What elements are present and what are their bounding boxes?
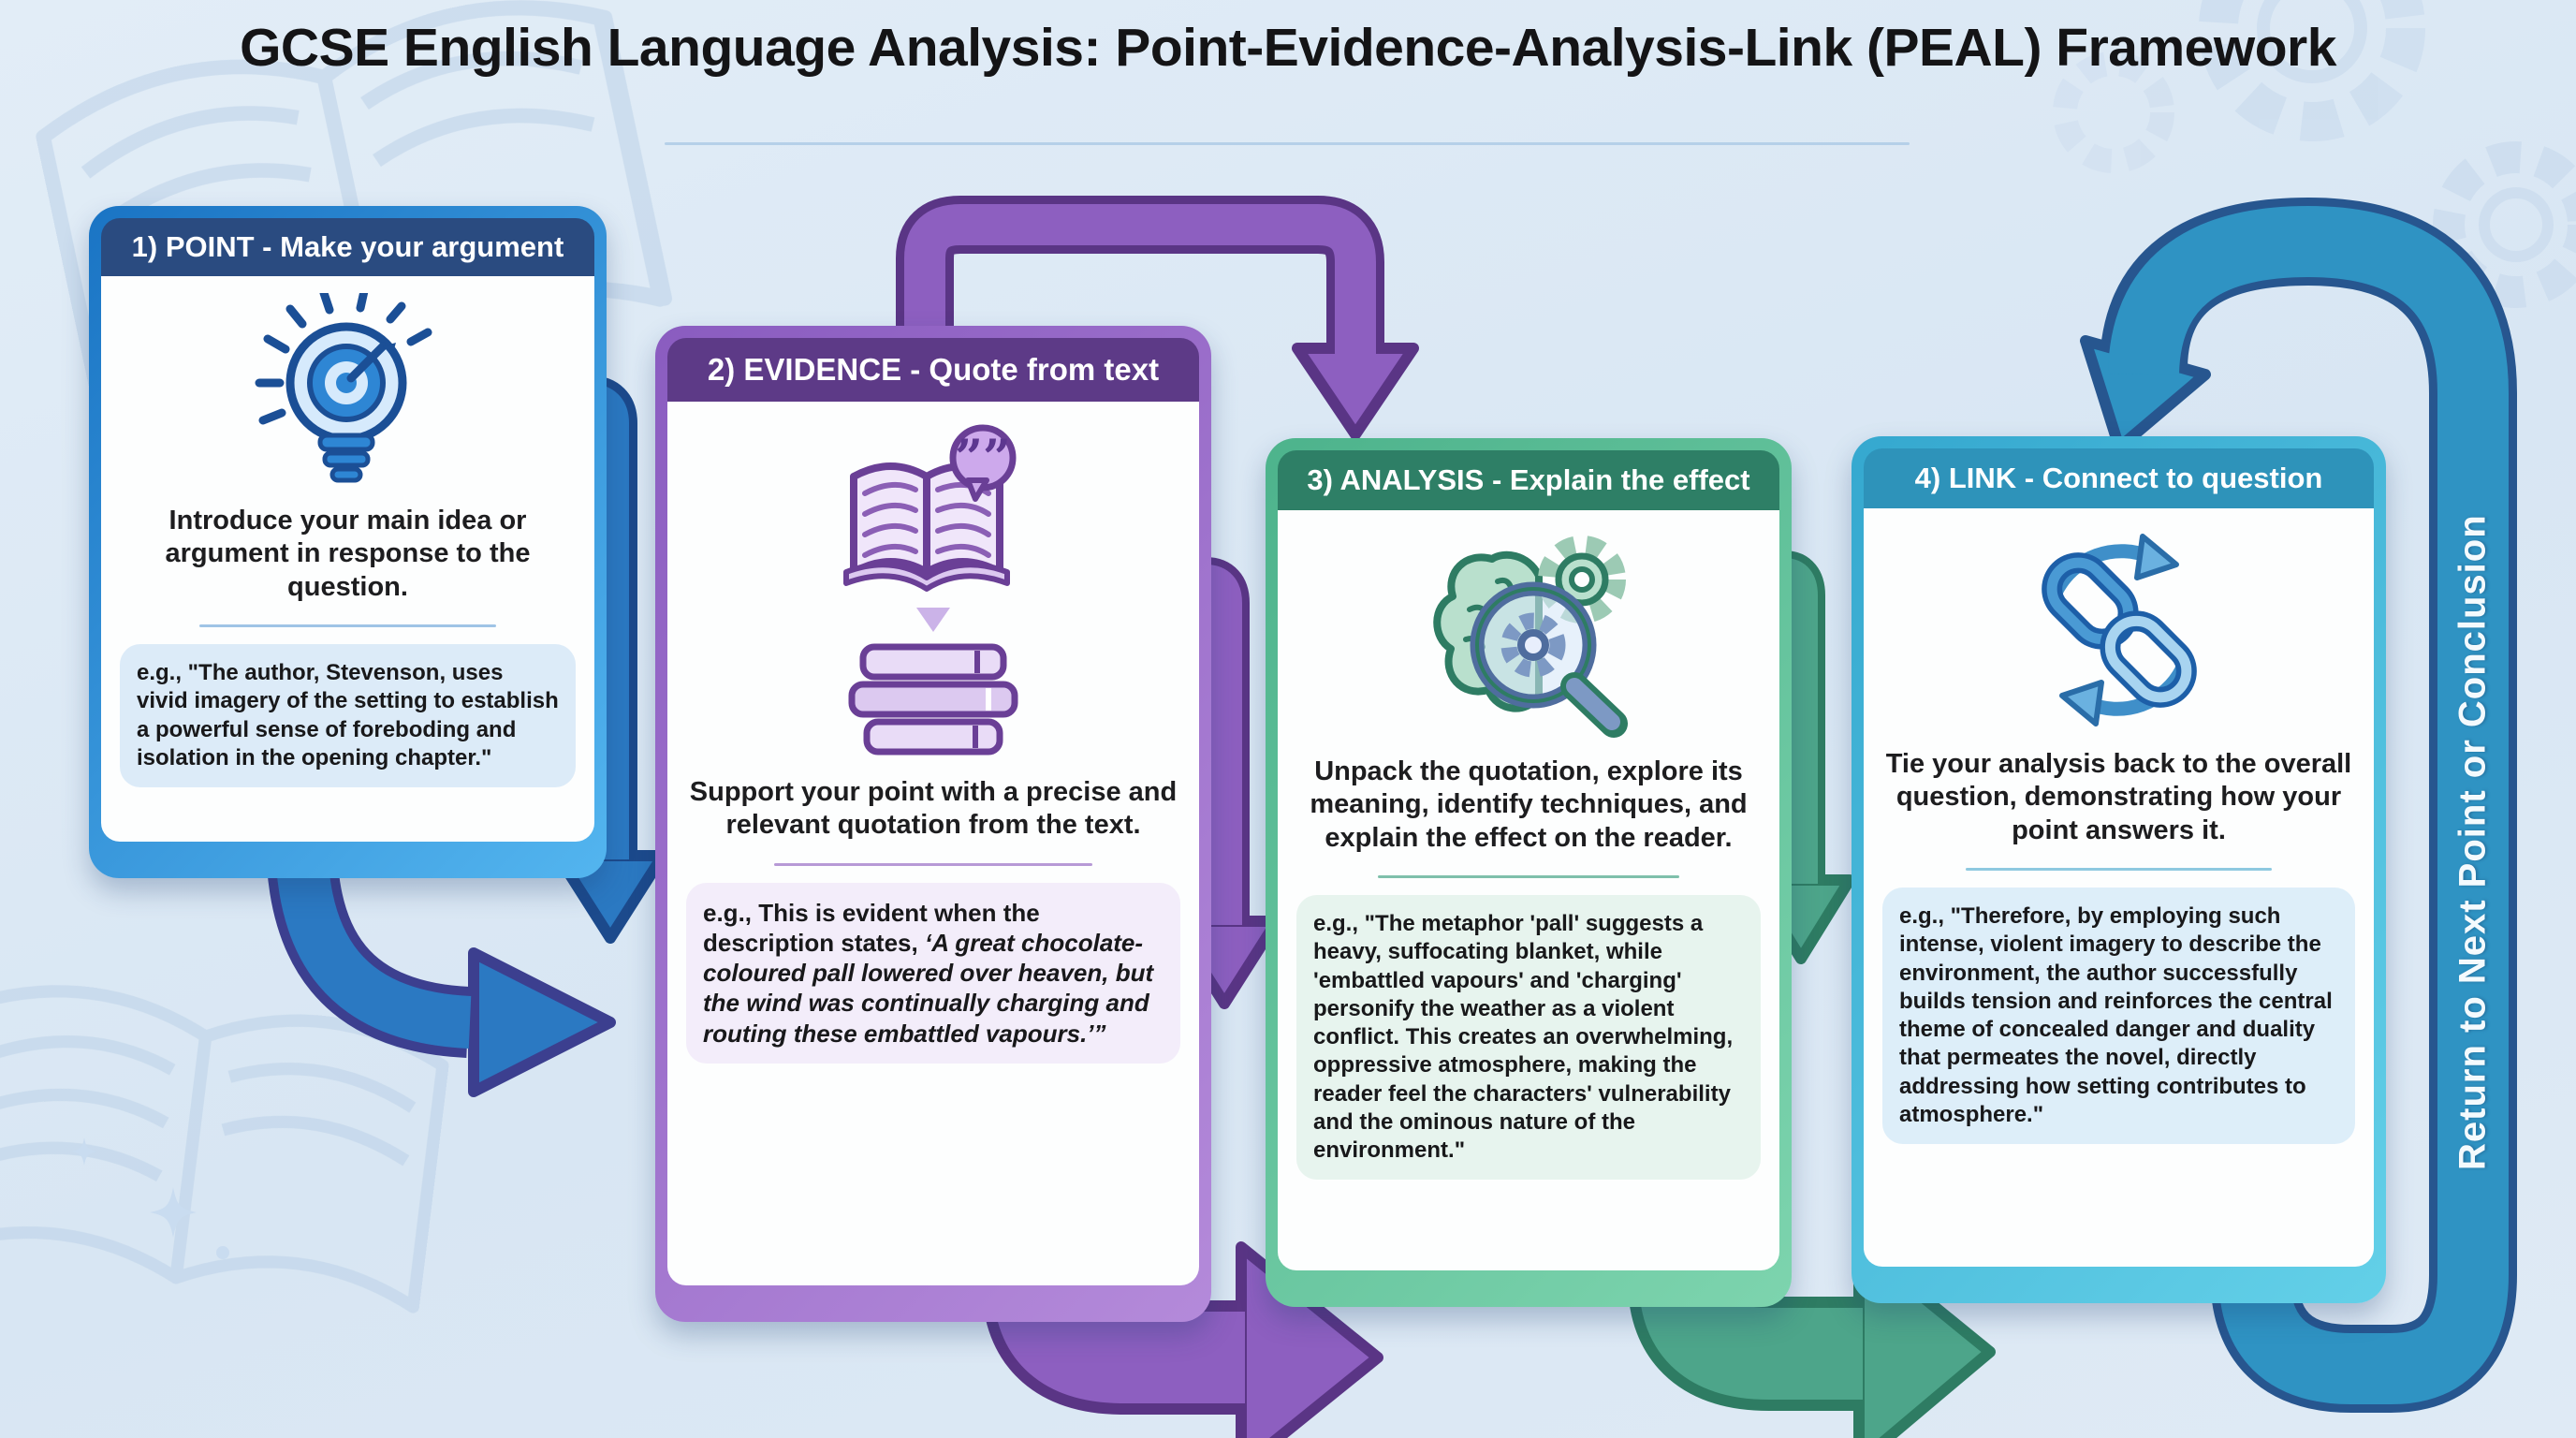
card-evidence-example-prefix: e.g., This is evident when the descripti…	[703, 898, 1040, 957]
card-analysis-divider	[1378, 875, 1679, 879]
card-point-header: 1) POINT - Make your argument	[101, 218, 594, 276]
brain-gears-magnifier-icon	[1433, 536, 1628, 738]
card-link-title: 4) LINK - Connect to question	[1914, 462, 2323, 494]
return-loop-arrow	[2080, 198, 2517, 1413]
card-analysis-example-box: e.g., "The metaphor 'pall' suggests a he…	[1296, 895, 1761, 1181]
sparkle-decor	[71, 1137, 229, 1259]
card-point-divider	[199, 624, 496, 628]
card-point-title: 1) POINT - Make your argument	[131, 230, 564, 263]
card-analysis-header: 3) ANALYSIS - Explain the effect	[1278, 450, 1779, 510]
arrow-point-to-evidence-curve	[266, 838, 616, 1097]
svg-text:””: ””	[955, 430, 1011, 487]
lightbulb-target-icon	[255, 293, 432, 483]
peal-card-evidence: 2) EVIDENCE - Quote from text ””	[655, 326, 1211, 1322]
card-evidence-description: Support your point with a precise and re…	[689, 777, 1178, 841]
card-evidence-example-box: e.g., This is evident when the descripti…	[686, 882, 1180, 1064]
card-link-body: Tie your analysis back to the overall qu…	[1864, 508, 2374, 1267]
card-link-header: 4) LINK - Connect to question	[1864, 448, 2374, 508]
peal-card-point: 1) POINT - Make your argument	[89, 206, 607, 878]
card-point-description: Introduce your main idea or argument in …	[165, 506, 531, 602]
chain-link-cycle-icon	[2041, 534, 2197, 726]
down-triangle-icon	[916, 608, 950, 632]
title-underline	[665, 142, 1910, 145]
card-link-example: e.g., "Therefore, by employing such inte…	[1899, 903, 2333, 1127]
stacked-books-icon	[848, 643, 1018, 756]
card-analysis-example: e.g., "The metaphor 'pall' suggests a he…	[1313, 911, 1734, 1163]
return-loop-label: Return to Next Point or Conclusion	[2452, 514, 2494, 1171]
card-evidence-body: ”” Support your point with a precise and…	[667, 402, 1199, 1285]
card-evidence-divider	[773, 862, 1093, 866]
card-point-body: Introduce your main idea or argument in …	[101, 276, 594, 842]
arrow-evidence-to-analysis-bridge	[896, 196, 1419, 440]
card-evidence-example-quote: ‘A great chocolate-coloured pall lowered…	[703, 928, 1154, 1048]
card-evidence-header: 2) EVIDENCE - Quote from text	[667, 338, 1199, 402]
card-evidence-title: 2) EVIDENCE - Quote from text	[707, 352, 1160, 387]
peal-card-analysis: 3) ANALYSIS - Explain the effect Unpack …	[1266, 438, 1792, 1307]
card-point-example: e.g., "The author, Stevenson, uses vivid…	[137, 660, 559, 770]
peal-card-link: 4) LINK - Connect to question Tie your a…	[1852, 436, 2386, 1303]
card-link-divider	[1966, 868, 2272, 872]
card-analysis-description: Unpack the quotation, explore its meanin…	[1310, 756, 1748, 853]
card-point-example-box: e.g., "The author, Stevenson, uses vivid…	[120, 644, 576, 788]
card-link-description: Tie your analysis back to the overall qu…	[1885, 749, 2352, 845]
card-link-example-box: e.g., "Therefore, by employing such inte…	[1882, 888, 2355, 1144]
card-analysis-body: Unpack the quotation, explore its meanin…	[1278, 510, 1779, 1270]
card-analysis-title: 3) ANALYSIS - Explain the effect	[1307, 463, 1750, 496]
page-title: GCSE English Language Analysis: Point-Ev…	[240, 18, 2336, 78]
gear-sketch-decor	[2053, 0, 2576, 308]
open-book-quote-icon: ””	[843, 424, 1017, 592]
